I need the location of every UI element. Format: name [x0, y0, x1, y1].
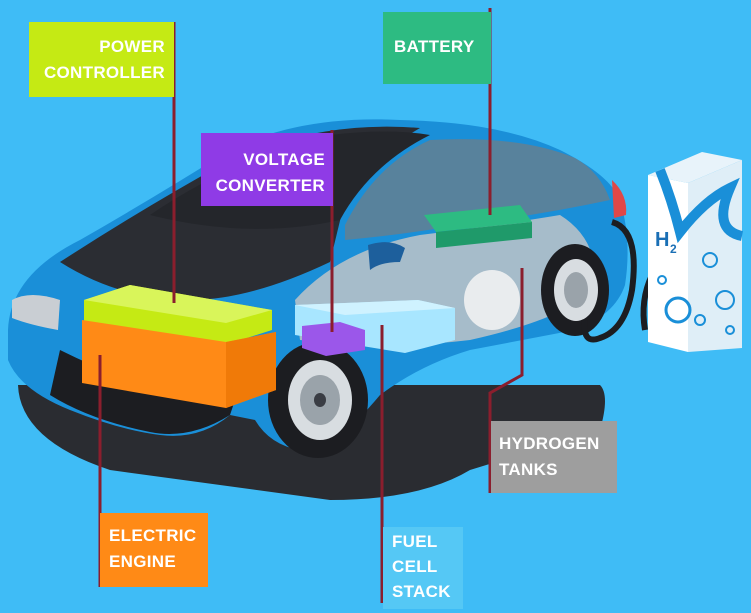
fuel-cell-stack-label-line2: CELL — [392, 557, 438, 576]
battery-block — [424, 205, 532, 232]
voltage-converter-label-line2: CONVERTER — [215, 176, 325, 195]
battery-label-line1: BATTERY — [394, 37, 475, 56]
front-wheel — [268, 342, 368, 458]
h2-subscript: 2 — [670, 242, 677, 256]
charging-cable — [581, 219, 637, 343]
fuel-cell-block-top — [295, 300, 455, 315]
voltage-converter-label: VOLTAGE CONVERTER — [201, 133, 333, 206]
battery-block-side — [436, 222, 532, 248]
side-window — [345, 139, 610, 240]
electric-engine-label-line1: ELECTRIC — [109, 526, 197, 545]
hydrogen-station — [648, 152, 744, 352]
side-mirror — [368, 242, 405, 270]
fuel-cell-stack-label-line1: FUEL — [392, 532, 438, 551]
power-controller-label: POWER CONTROLLER — [29, 22, 174, 97]
power-controller-label-line1: POWER — [99, 37, 165, 56]
hydrogen-tank-shape — [464, 270, 520, 330]
rear-light — [612, 180, 627, 218]
power-controller-block-top — [84, 285, 272, 323]
h2-symbol: H — [655, 229, 669, 251]
fuel-cell-stack-label: FUEL CELL STACK — [383, 527, 463, 609]
power-controller-label-line2: CONTROLLER — [43, 63, 165, 82]
leader-hydrogen-tanks — [488, 268, 524, 493]
electric-engine-label: ELECTRIC ENGINE — [100, 513, 208, 587]
voltage-converter-label-line1: VOLTAGE — [243, 150, 325, 169]
voltage-converter-block — [302, 322, 365, 356]
electric-engine-label-line2: ENGINE — [109, 552, 176, 571]
hydrogen-tanks-label-line2: TANKS — [499, 460, 558, 479]
hydrogen-tanks-label-line1: HYDROGEN — [499, 434, 600, 453]
rear-wheel — [541, 244, 609, 336]
battery-label: BATTERY — [383, 12, 491, 84]
electric-engine-block-side — [226, 332, 276, 408]
hydrogen-tanks-label: HYDROGEN TANKS — [491, 421, 617, 493]
fuel-cell-stack-label-line3: STACK — [392, 582, 451, 601]
headlight — [12, 295, 60, 330]
